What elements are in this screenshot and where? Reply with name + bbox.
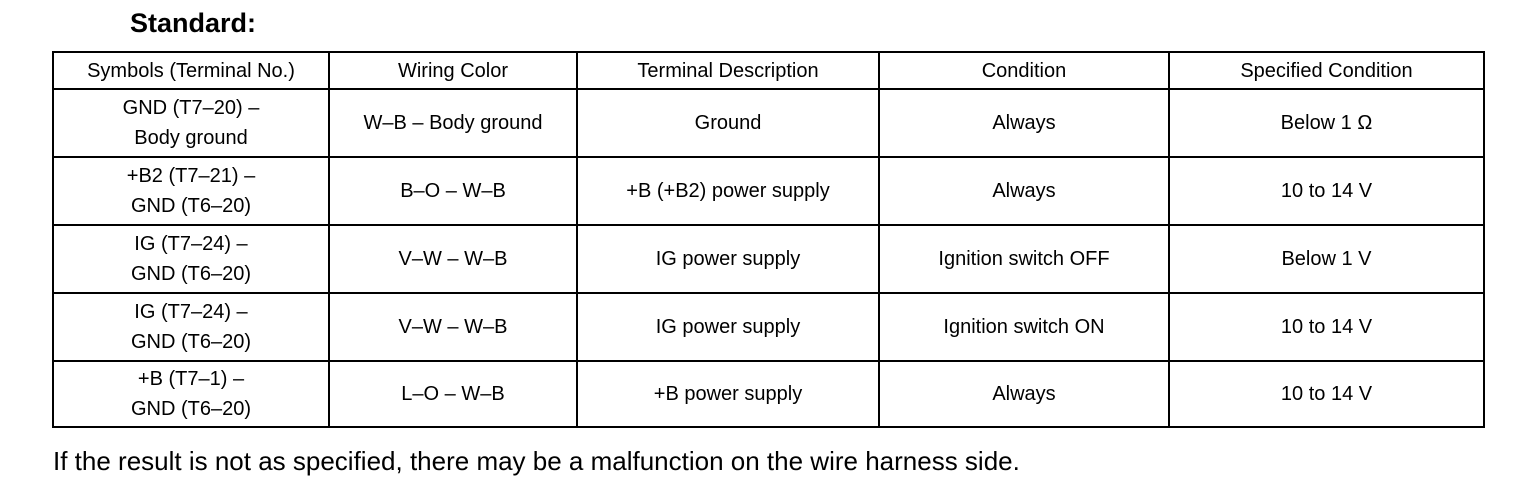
symbol-line: GND (T6–20): [130, 195, 252, 217]
symbol-line: +B2 (T7–21) –: [126, 165, 256, 187]
cell-specified-condition: 10 to 14 V: [1168, 360, 1485, 428]
column-header-terminal-description: Terminal Description: [576, 51, 880, 90]
cell-symbols: +B (T7–1) – GND (T6–20): [52, 360, 330, 428]
cell-specified-condition: 10 to 14 V: [1168, 292, 1485, 362]
cell-symbols: IG (T7–24) – GND (T6–20): [52, 224, 330, 294]
cell-wiring-color: W–B – Body ground: [328, 88, 578, 158]
cell-symbols: IG (T7–24) – GND (T6–20): [52, 292, 330, 362]
cell-wiring-color: L–O – W–B: [328, 360, 578, 428]
table-row: GND (T7–20) – Body ground W–B – Body groun…: [52, 88, 1485, 158]
symbol-line: GND (T6–20): [130, 331, 252, 353]
cell-wiring-color: V–W – W–B: [328, 224, 578, 294]
table-header-row: Symbols (Terminal No.) Wiring Color Term…: [52, 51, 1485, 90]
section-heading: Standard:: [130, 8, 257, 38]
cell-terminal-description: +B (+B2) power supply: [576, 156, 880, 226]
column-header-symbols: Symbols (Terminal No.): [52, 51, 330, 90]
specification-table: Symbols (Terminal No.) Wiring Color Term…: [52, 51, 1485, 428]
cell-symbols: +B2 (T7–21) – GND (T6–20): [52, 156, 330, 226]
cell-condition: Always: [878, 360, 1170, 428]
column-header-specified-condition: Specified Condition: [1168, 51, 1485, 90]
symbol-line: GND (T7–20) –: [122, 97, 260, 119]
cell-wiring-color: V–W – W–B: [328, 292, 578, 362]
symbol-line: IG (T7–24) –: [134, 301, 248, 323]
cell-terminal-description: IG power supply: [576, 292, 880, 362]
footnote: If the result is not as specified, there…: [53, 446, 1020, 476]
cell-specified-condition: Below 1 Ω: [1168, 88, 1485, 158]
cell-condition: Ignition switch OFF: [878, 224, 1170, 294]
cell-condition: Always: [878, 156, 1170, 226]
table-row: +B (T7–1) – GND (T6–20) L–O – W–B+B power …: [52, 360, 1485, 428]
cell-terminal-description: +B power supply: [576, 360, 880, 428]
cell-specified-condition: 10 to 14 V: [1168, 156, 1485, 226]
symbol-line: GND (T6–20): [130, 263, 252, 285]
cell-condition: Always: [878, 88, 1170, 158]
symbol-line: +B (T7–1) –: [137, 368, 245, 390]
table-row: +B2 (T7–21) – GND (T6–20) B–O – W–B+B (+B2…: [52, 156, 1485, 226]
cell-specified-condition: Below 1 V: [1168, 224, 1485, 294]
cell-symbols: GND (T7–20) – Body ground: [52, 88, 330, 158]
table-body: GND (T7–20) – Body ground W–B – Body groun…: [52, 88, 1485, 428]
symbol-line: GND (T6–20): [130, 398, 252, 420]
cell-condition: Ignition switch ON: [878, 292, 1170, 362]
symbol-line: Body ground: [134, 127, 248, 149]
symbol-line: IG (T7–24) –: [134, 233, 248, 255]
cell-wiring-color: B–O – W–B: [328, 156, 578, 226]
cell-terminal-description: Ground: [576, 88, 880, 158]
column-header-condition: Condition: [878, 51, 1170, 90]
column-header-wiring-color: Wiring Color: [328, 51, 578, 90]
cell-terminal-description: IG power supply: [576, 224, 880, 294]
